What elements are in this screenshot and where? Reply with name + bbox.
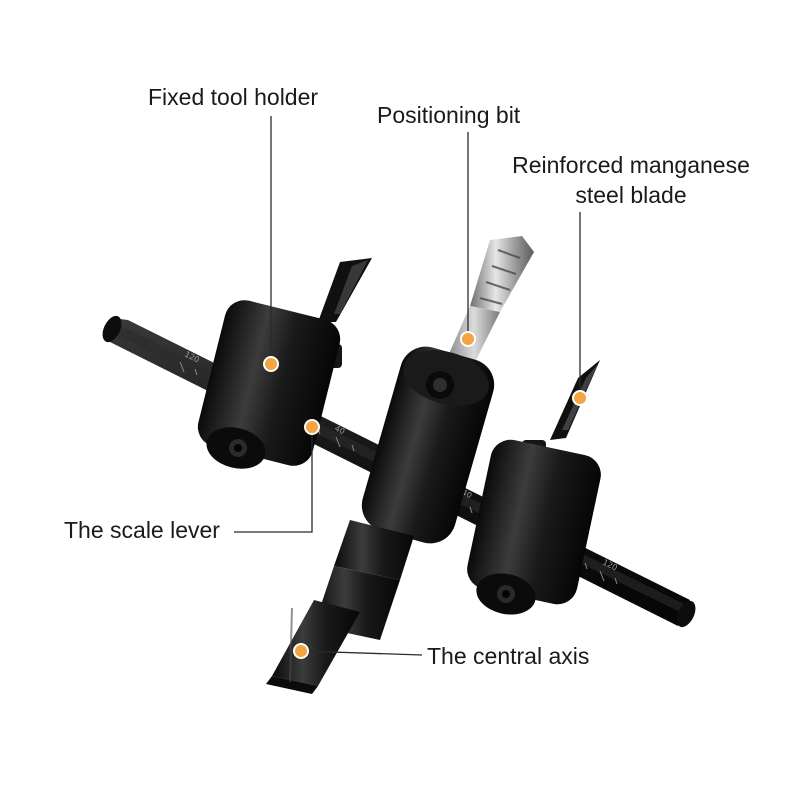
label-fixed-tool-holder: Fixed tool holder: [148, 84, 319, 110]
label-scale-lever: The scale lever: [64, 517, 220, 543]
leader-line-lever: [234, 428, 313, 533]
label-steel-blade: Reinforced manganese steel blade: [496, 150, 766, 210]
marker-dot-holder: [263, 356, 279, 372]
marker-dot-bit: [460, 331, 476, 347]
label-steel-blade-line2: steel blade: [575, 182, 687, 208]
label-steel-blade-line1: Reinforced manganese: [512, 152, 750, 178]
leader-line-axis: [300, 650, 423, 656]
label-positioning-bit: Positioning bit: [377, 102, 521, 128]
marker-dot-axis: [293, 643, 309, 659]
central-body: [314, 346, 495, 640]
marker-dot-blade: [572, 390, 588, 406]
positioning-drill-bit: [448, 236, 534, 364]
callout-markers: [263, 331, 588, 659]
scale-tick-label: 40: [333, 424, 346, 437]
leader-lines: [234, 116, 581, 656]
label-central-axis: The central axis: [427, 643, 590, 669]
central-axis-shank: [266, 600, 360, 694]
marker-dot-lever: [304, 419, 320, 435]
